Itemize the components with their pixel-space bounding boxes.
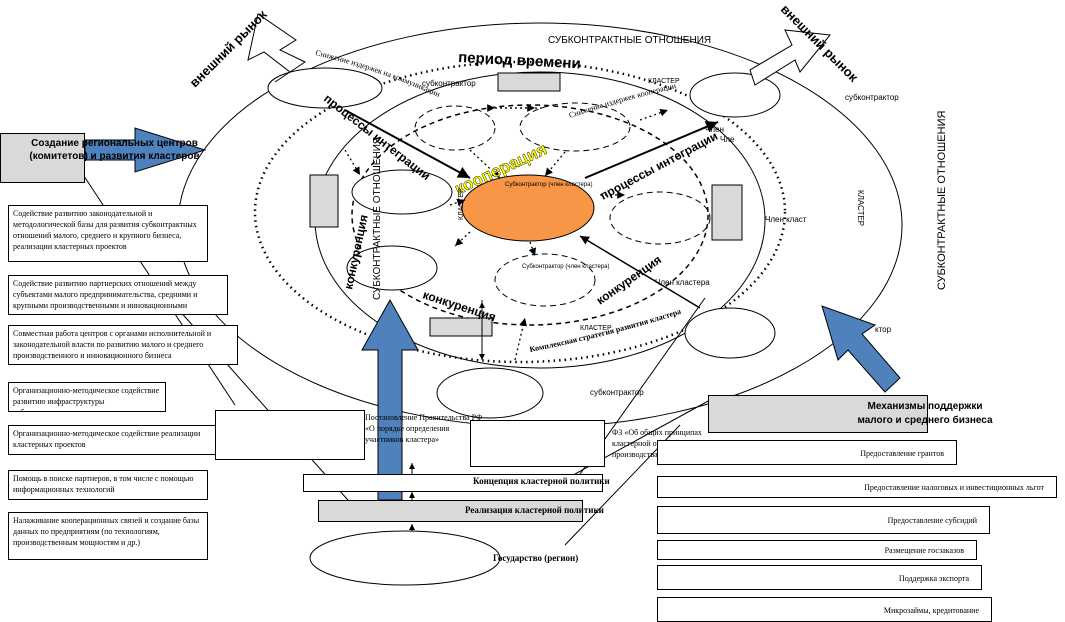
right-item-6: Микрозаймы, кредитование <box>657 597 992 622</box>
member-ellipse-left-top <box>351 169 453 215</box>
left-item-6: Помощь в поиске партнеров, в том числе с… <box>8 470 208 500</box>
decree-text: Постановление Правительства РФ «О порядк… <box>365 413 483 444</box>
sub-ellipse-right <box>689 72 781 118</box>
label-lower-sub: Субконтрактор (член кластера) <box>522 264 609 270</box>
member-ellipse-top-right <box>519 102 631 152</box>
sub-ellipse-top <box>267 67 383 109</box>
left-item-2: Содействие развитию партнерских отношени… <box>8 275 228 315</box>
right-item-5: Поддержка экспорта <box>657 565 982 590</box>
left-panel-title-text: Создание региональных центров (комитетов… <box>29 138 200 162</box>
label-cluster-small: КЛАСТЕР <box>458 188 465 220</box>
external-arrow-left <box>247 13 307 83</box>
state-ellipse <box>309 530 501 586</box>
right-panel-title-text: Механизмы поддержки малого и среднего би… <box>857 401 993 426</box>
gray-block-top <box>497 72 561 92</box>
label-subcontract-top: СУБКОНТРАКТНЫЕ ОТНОШЕНИЯ <box>548 35 711 46</box>
member-ellipse-top <box>414 105 496 151</box>
decree-box <box>215 410 365 460</box>
label-member-1: Член класт <box>765 215 807 224</box>
left-panel-title <box>0 133 85 183</box>
sub-ellipse-br <box>684 307 776 359</box>
sub-ellipse-bottom <box>436 367 544 419</box>
label-sub-top: субконтрактор <box>422 79 476 88</box>
fz-text: ФЗ «Об общих принципах кластерной органи… <box>612 428 702 459</box>
dotted-ellipse <box>253 60 787 364</box>
right-item-2: Предоставление налоговых и инвестиционны… <box>657 476 1057 498</box>
label-subcontract-right: СУБКОНТРАКТНЫЕ ОТНОШЕНИЯ <box>936 111 948 290</box>
label-member-4: Чле <box>720 135 735 144</box>
label-cluster-vertical: КЛАСТЕР <box>856 190 865 226</box>
left-item-3: Совместная работа центров с органами исп… <box>8 325 238 365</box>
label-cluster-2: КЛАСТЕР <box>580 325 612 332</box>
label-member-3: Член <box>705 125 724 134</box>
left-item-5: Организационно-методическое содействие р… <box>8 425 218 455</box>
gray-block-right <box>711 184 743 241</box>
right-item-3: Предоставление субсидий <box>657 506 990 534</box>
member-ellipse-lower <box>494 253 596 307</box>
gray-block-left <box>309 174 339 228</box>
realization-box <box>318 500 583 522</box>
left-item-4: Организационно-методическое содействие р… <box>8 382 166 412</box>
label-central-sub: Субконтрактор (член кластера) <box>505 182 592 188</box>
left-item-7: Налаживание кооперационных связей и созд… <box>8 512 208 560</box>
label-sub-bottom: субконтрактор <box>590 388 644 397</box>
label-subcontract-inner: СУБКОНТРАКТНЫЕ ОТНОШЕНИЯ <box>372 137 383 300</box>
label-sub-right: субконтрактор <box>845 93 899 102</box>
label-sub-br: ктор <box>875 325 892 334</box>
cluster-policy-text: Концепция кластерной политики <box>473 476 610 486</box>
member-ellipse-left-bottom <box>346 245 438 291</box>
blue-arrow-diagonal <box>821 305 901 393</box>
right-item-1: Предоставление грантов <box>657 440 957 465</box>
gray-block-bottom <box>429 317 493 337</box>
label-arc-top-right: Снижение издержек кооперации <box>568 81 678 120</box>
member-ellipse-right <box>609 191 711 245</box>
label-external-market-right: внешний рынок <box>778 2 862 86</box>
right-panel-title <box>708 395 928 433</box>
cluster-policy-box <box>303 474 603 492</box>
external-arrow-right <box>749 29 831 86</box>
central-ellipse <box>461 174 595 242</box>
left-item-1: Содействие развитию законодательной и ме… <box>8 205 208 262</box>
blue-arrow-left <box>84 127 207 173</box>
right-item-4: Размещение госзаказов <box>657 540 977 560</box>
label-cluster-1: КЛАСТЕР <box>648 78 680 85</box>
fz-box <box>470 420 605 467</box>
state-text: Государство (регион) <box>493 553 579 563</box>
label-period: период времени <box>458 49 581 72</box>
label-member-2: Член кластера <box>655 278 710 287</box>
realization-text: Реализация кластерной политики <box>465 505 604 515</box>
blue-arrow-up <box>361 298 419 501</box>
